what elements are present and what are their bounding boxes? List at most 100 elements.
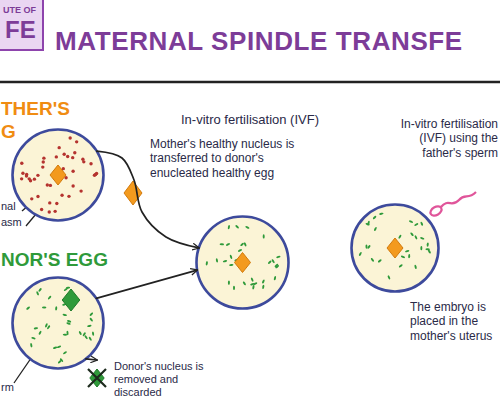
cytoplasm-dot: [229, 264, 234, 267]
cytoplasm-dot: [87, 324, 92, 327]
cytoplasm-dot: [42, 306, 46, 308]
cytoplasm-dot: [226, 243, 231, 247]
egg-cell: THER'S G: [11, 128, 105, 222]
nucleus: [387, 238, 403, 258]
nucleus: [50, 165, 66, 185]
cytoplasm-dot: [71, 170, 74, 173]
cytoplasm-dot: [34, 327, 39, 330]
cytoplasm-dot: [53, 210, 56, 213]
part-label: rm: [1, 381, 14, 394]
cytoplasm-dot: [95, 172, 98, 175]
transfer-arrow: [86, 359, 97, 360]
cytoplasm-dot: [46, 183, 49, 186]
cytoplasm-dot: [367, 245, 371, 250]
cytoplasm-dot: [398, 264, 403, 268]
cytoplasm-dot: [21, 172, 24, 175]
transfer-arrow: [97, 151, 199, 248]
cytoplasm-dot: [55, 155, 58, 158]
cytoplasm-dot: [401, 255, 406, 259]
transferred-nucleus: [124, 181, 142, 205]
cell-membrane: [197, 217, 289, 309]
cytoplasm-dot: [220, 243, 224, 245]
cytoplasm-dot: [89, 317, 93, 322]
cytoplasm-dot: [414, 235, 418, 240]
nucleus: [235, 253, 251, 273]
cytoplasm-dot: [38, 288, 42, 293]
cytoplasm-dot: [42, 156, 45, 159]
cytoplasm-dot: [263, 234, 265, 238]
cytoplasm-dot: [273, 276, 276, 281]
cytoplasm-dot: [41, 165, 44, 168]
discard-cross: [88, 369, 106, 387]
node-outline: [11, 276, 105, 370]
cytoplasm-dot: [372, 215, 376, 220]
cytoplasm-dot: [374, 227, 378, 232]
cytoplasm-dot: [205, 261, 208, 266]
cytoplasm-dot: [245, 225, 250, 229]
cytoplasm-dot: [267, 260, 272, 265]
cytoplasm-dot: [240, 242, 245, 246]
cytoplasm-dot: [410, 232, 414, 237]
cytoplasm-dot: [81, 158, 84, 161]
cytoplasm-dot: [33, 177, 36, 180]
cell-heading: NOR'S EGG: [1, 249, 131, 272]
cytoplasm-dot: [262, 285, 265, 290]
cytoplasm-dot: [250, 283, 255, 286]
cytoplasm-dot: [26, 306, 31, 310]
cytoplasm-dot: [46, 325, 50, 330]
section-heading: In-vitro fertilisation (IVF): [165, 112, 335, 128]
cytoplasm-dot: [55, 202, 58, 205]
node-outline: [195, 215, 290, 310]
cytoplasm-dot: [262, 279, 266, 284]
logo-box: [0, 0, 43, 50]
node-outline: [11, 128, 105, 222]
sperm-tail: [441, 192, 476, 207]
cytoplasm-dot: [216, 258, 219, 263]
cytoplasm-dot: [276, 255, 281, 258]
logo-text: FE: [5, 16, 36, 45]
cytoplasm-dot: [420, 246, 422, 250]
part-label: nal: [1, 200, 16, 213]
cytoplasm-dot: [271, 259, 275, 264]
cytoplasm-dot: [228, 280, 230, 284]
cytoplasm-dot: [63, 334, 67, 336]
part-label: asm: [1, 216, 22, 229]
cytoplasm-dot: [89, 162, 92, 165]
cytoplasm-dot: [92, 331, 95, 336]
cytoplasm-dot: [47, 295, 51, 300]
cytoplasm-dot: [250, 277, 254, 282]
cytoplasm-dot: [409, 220, 414, 224]
cytoplasm-dot: [414, 223, 419, 227]
cytoplasm-dot: [235, 225, 240, 229]
cytoplasm-dot: [427, 242, 429, 247]
cell-membrane: [13, 130, 104, 221]
cytoplasm-dot: [365, 244, 367, 248]
nucleus: [62, 289, 80, 311]
step-caption: Donor's nucleus is removed and discarded: [114, 360, 212, 400]
cytoplasm-dot: [233, 286, 235, 290]
cytoplasm-dot: [71, 184, 74, 187]
cytoplasm-dot: [275, 264, 280, 268]
cytoplasm-dot: [30, 343, 33, 348]
cytoplasm-dot: [370, 257, 374, 262]
step-caption: The embryo is placed in the mother's ute…: [410, 300, 498, 343]
cytoplasm-dot: [379, 212, 384, 215]
cytoplasm-dot: [62, 153, 65, 156]
cytoplasm-dot: [62, 314, 67, 317]
cytoplasm-dot: [367, 221, 370, 226]
embryo-cell: In-vitro fertilisation (IVF) using the f…: [350, 203, 440, 293]
cytoplasm-dot: [242, 281, 246, 286]
cytoplasm-dot: [73, 151, 76, 154]
cytoplasm-dot: [414, 264, 417, 269]
cytoplasm-dot: [42, 160, 45, 163]
cytoplasm-dot: [31, 337, 36, 340]
cell-membrane: [13, 278, 104, 369]
header-rule: [0, 81, 500, 84]
cytoplasm-dot: [223, 260, 228, 263]
cytoplasm-dot: [57, 146, 60, 149]
cytoplasm-dot: [238, 249, 243, 253]
step-caption: In-vitro fertilisation (IVF) using the f…: [388, 117, 498, 160]
cytoplasm-dot: [36, 195, 39, 198]
